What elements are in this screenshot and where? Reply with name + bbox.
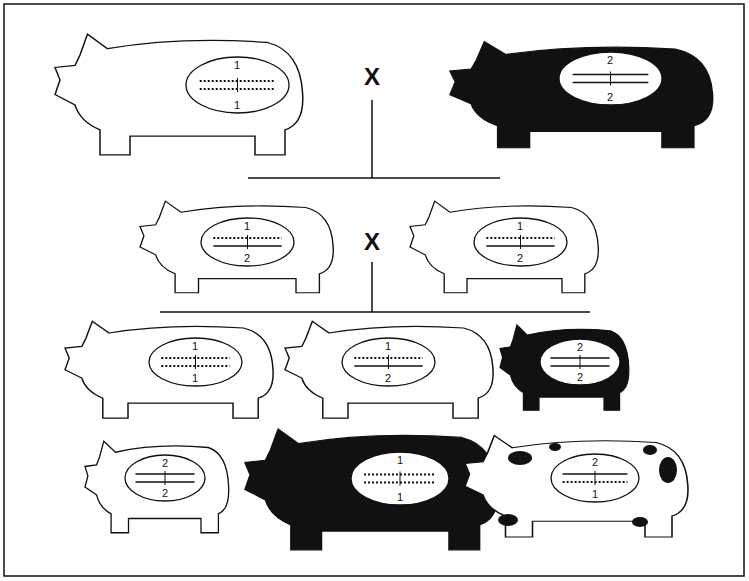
allele-number: 2 <box>607 91 613 103</box>
allele-number: 2 <box>162 487 168 499</box>
chromosome-oval: 12 <box>341 337 436 387</box>
allele-number: 1 <box>385 340 391 352</box>
cross-symbol: X <box>364 64 380 90</box>
allele-number: 1 <box>234 59 240 71</box>
cross-symbol: X <box>364 229 380 255</box>
allele-number: 2 <box>592 456 598 468</box>
chromosome-oval: 11 <box>185 56 290 114</box>
chromosome-oval: 21 <box>550 453 640 503</box>
allele-number: 2 <box>162 457 168 469</box>
allele-number: 2 <box>577 341 583 353</box>
allele-number: 1 <box>397 454 403 466</box>
allele-number: 1 <box>244 220 250 232</box>
chromosome-oval: 12 <box>473 217 568 267</box>
chromosome-oval: 11 <box>148 337 243 387</box>
allele-number: 1 <box>397 491 403 503</box>
allele-number: 2 <box>385 372 391 384</box>
allele-number: 2 <box>577 371 583 383</box>
chromosome-oval: 22 <box>539 338 621 386</box>
allele-number: 2 <box>244 252 250 264</box>
chromosome-oval: 22 <box>558 51 663 106</box>
chromosome-oval: 22 <box>124 454 206 502</box>
allele-number: 1 <box>592 488 598 500</box>
pig-spots <box>498 443 677 527</box>
allele-number: 1 <box>192 372 198 384</box>
frame <box>4 4 744 576</box>
allele-number: 2 <box>607 54 613 66</box>
allele-number: 1 <box>517 220 523 232</box>
allele-number: 2 <box>517 252 523 264</box>
cross-bracket <box>160 100 590 312</box>
allele-number: 1 <box>192 340 198 352</box>
allele-number: 1 <box>234 99 240 111</box>
chromosome-oval: 11 <box>350 451 450 506</box>
chromosome-oval: 12 <box>200 217 295 267</box>
